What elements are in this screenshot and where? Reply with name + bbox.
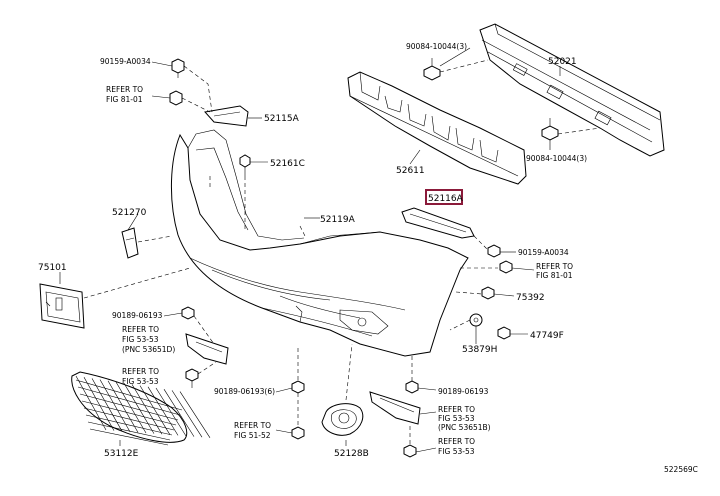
label-90084-bottom: 90084-10044(3) xyxy=(526,154,587,163)
label-refer-r3-a: REFER TO xyxy=(438,437,475,446)
fog-lamp-cover-52128B[interactable] xyxy=(321,403,364,436)
lower-grille-53112E[interactable] xyxy=(71,371,211,446)
label-refer-mid-b: FIG 53-53 xyxy=(122,335,159,344)
diagram-id-label: 522569C xyxy=(664,465,698,474)
label-52116A: 52116A xyxy=(428,194,464,204)
clip-refer-81-01-right[interactable] xyxy=(499,260,513,274)
nut-90189-left[interactable] xyxy=(181,306,195,320)
label-521270: 521270 xyxy=(112,208,147,218)
clip-47749F[interactable] xyxy=(497,326,511,340)
label-90189-left: 90189-06193 xyxy=(112,311,163,320)
bumper-reinforcement-52021[interactable] xyxy=(479,23,665,157)
license-plate-bracket-75101[interactable] xyxy=(39,283,85,329)
label-refer-bot-a: REFER TO xyxy=(234,421,271,430)
label-refer-r2-c: (PNC 53651B) xyxy=(438,423,491,432)
label-refer-top-a: REFER TO xyxy=(106,85,143,94)
clip-refer-81-01-top[interactable] xyxy=(169,90,183,106)
label-52128B: 52128B xyxy=(334,449,369,459)
label-refer-mid-c: (PNC 53651D) xyxy=(122,345,175,354)
label-90159-top: 90159-A0034 xyxy=(100,57,151,66)
screw-refer-51-52[interactable] xyxy=(291,426,305,440)
label-refer-r2-a: REFER TO xyxy=(438,405,475,414)
label-52119A: 52119A xyxy=(320,215,356,225)
label-refer-mid-a: REFER TO xyxy=(122,325,159,334)
nut-90189-6[interactable] xyxy=(291,380,305,394)
label-90189-right: 90189-06193 xyxy=(438,387,489,396)
label-refer-low-b: FIG 53-53 xyxy=(122,377,159,386)
highlight-52116A xyxy=(425,189,463,205)
label-refer-low-a: REFER TO xyxy=(122,367,159,376)
bolt-90084-bottom[interactable] xyxy=(541,118,559,141)
washer-53879H[interactable] xyxy=(469,313,483,327)
clip-90159-top[interactable] xyxy=(171,58,185,78)
support-52116A[interactable] xyxy=(401,207,475,239)
label-90084-top: 90084-10044(3) xyxy=(406,42,467,51)
label-refer-r2-b: FIG 53-53 xyxy=(438,414,475,423)
label-90189-6: 90189-06193(6) xyxy=(214,387,275,396)
bumper-energy-absorber-52611[interactable] xyxy=(347,71,527,185)
retainer-52115A[interactable] xyxy=(204,105,249,127)
label-refer-top-b: FIG 81-01 xyxy=(106,95,143,104)
label-90159-right: 90159-A0034 xyxy=(518,248,569,257)
label-47749F: 47749F xyxy=(530,331,564,341)
bracket-refer-53651B[interactable] xyxy=(369,391,421,425)
label-52611: 52611 xyxy=(396,166,425,176)
bracket-521270[interactable] xyxy=(121,227,139,259)
label-75101: 75101 xyxy=(38,263,67,273)
label-75392: 75392 xyxy=(516,293,545,303)
screw-52161C[interactable] xyxy=(239,154,251,176)
label-52161C: 52161C xyxy=(270,159,305,169)
label-52021: 52021 xyxy=(548,57,577,67)
label-refer-r3-b: FIG 53-53 xyxy=(438,447,475,456)
bracket-refer-53651D[interactable] xyxy=(185,333,229,365)
screw-refer-53-53[interactable] xyxy=(185,368,199,388)
screw-refer-53-53-right[interactable] xyxy=(403,444,417,458)
label-refer-bot-b: FIG 51-52 xyxy=(234,431,271,440)
label-refer-r1-b: FIG 81-01 xyxy=(536,271,573,280)
label-refer-r1-a: REFER TO xyxy=(536,262,573,271)
nut-90189-right[interactable] xyxy=(405,380,419,394)
bolt-90084-top[interactable] xyxy=(423,58,441,81)
clip-90159-right[interactable] xyxy=(487,244,501,258)
label-52115A: 52115A xyxy=(264,114,300,124)
label-53112E: 53112E xyxy=(104,449,139,459)
bumper-cover-52119A[interactable] xyxy=(170,129,469,357)
label-53879H: 53879H xyxy=(462,345,497,355)
clip-75392[interactable] xyxy=(481,286,495,300)
